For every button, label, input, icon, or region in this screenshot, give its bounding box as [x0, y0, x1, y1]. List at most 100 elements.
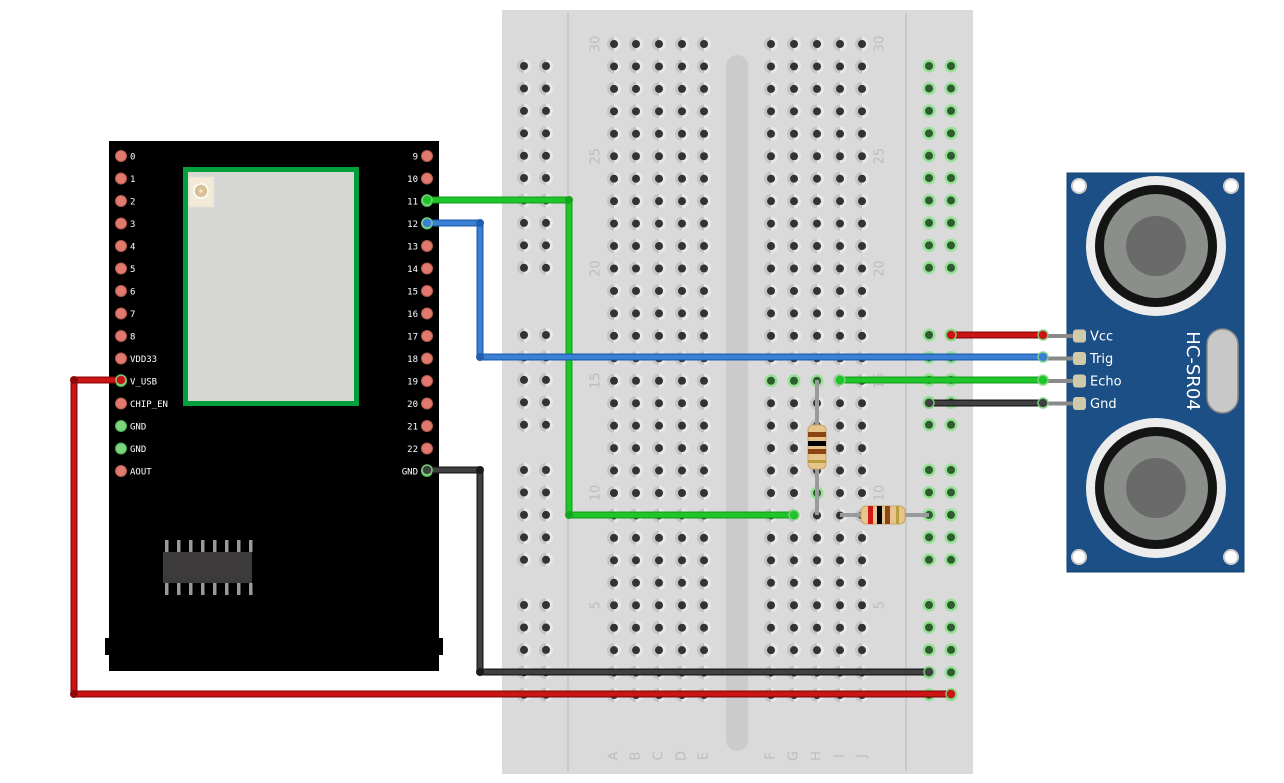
rail-hole-right-b: [947, 533, 955, 542]
hole-B26: [632, 129, 640, 138]
hole-C28: [655, 84, 663, 93]
hole-I7: [836, 556, 844, 565]
pin-0: [115, 150, 127, 162]
hole-A20: [610, 264, 618, 273]
hole-A24: [610, 174, 618, 183]
rail-hole-right-b: [947, 174, 955, 182]
rail-hole-left-a: [520, 420, 528, 429]
rail-hole-left-a: [520, 398, 528, 407]
hole-A11: [610, 466, 618, 475]
hole-I18: [836, 309, 844, 318]
column-letter: G: [787, 751, 802, 761]
antenna-connector-center: [199, 189, 203, 193]
sensor-pin-lead: [1043, 379, 1073, 383]
hole-I8: [836, 533, 844, 542]
hole-B22: [632, 219, 640, 228]
power-rails: [517, 59, 958, 702]
hole-G30: [790, 40, 798, 48]
mounting-hole: [1071, 178, 1087, 194]
column-letter: J: [855, 754, 870, 759]
hole-F23: [767, 197, 775, 206]
hole-E4: [700, 623, 708, 632]
hole-C15: [655, 376, 663, 385]
hole-B30: [632, 40, 640, 48]
hole-J24: [858, 174, 866, 183]
hole-J28: [858, 84, 866, 93]
hole-D26: [678, 129, 686, 138]
hole-F24: [767, 174, 775, 183]
rail-hole-left-a: [520, 151, 528, 160]
pin-chip_en: [115, 397, 127, 410]
rail-hole-right-a: [925, 420, 933, 429]
rail-hole-left-a: [520, 466, 528, 474]
pin-2: [115, 195, 127, 207]
pin-label-left: 2: [130, 198, 135, 208]
hole-D13: [678, 421, 686, 430]
hole-F4: [767, 623, 775, 632]
resistor-1-band: [808, 441, 826, 446]
ic-chip: [163, 552, 252, 583]
pin-label-right: 16: [407, 310, 418, 320]
hole-A12: [610, 444, 618, 453]
hole-A21: [610, 242, 618, 251]
rail-hole-left-a: [520, 601, 528, 609]
hole-H20: [813, 264, 821, 273]
hole-H7: [813, 556, 821, 565]
rail-hole-left-b: [542, 398, 550, 407]
rail-hole-right-a: [925, 218, 933, 227]
rail-hole-left-b: [542, 601, 550, 609]
hole-J7: [858, 556, 866, 565]
hole-C26: [655, 129, 663, 138]
hole-D24: [678, 174, 686, 183]
hole-G22: [790, 219, 798, 228]
hole-A26: [610, 129, 618, 138]
hole-C29: [655, 62, 663, 71]
rail-hole-left-a: [520, 555, 528, 564]
rail-hole-right-b: [947, 645, 955, 654]
hole-I29: [836, 62, 844, 71]
rail-hole-right-a: [925, 84, 933, 93]
row-number-right: 25: [873, 148, 888, 165]
hole-D5: [678, 601, 686, 610]
hole-B3: [632, 646, 640, 655]
pin-19: [421, 375, 433, 387]
hole-C27: [655, 107, 663, 116]
hole-D11: [678, 466, 686, 475]
wire-vcc-red-endpoint: [945, 329, 957, 341]
hole-G13: [790, 421, 798, 430]
ic-chip-leg: [249, 540, 253, 552]
hole-H22: [813, 219, 821, 228]
rail-hole-left-b: [542, 84, 550, 93]
hole-I22: [836, 219, 844, 228]
rail-hole-right-b: [947, 555, 955, 564]
ic-chip-leg: [201, 540, 205, 552]
hole-I17: [836, 331, 844, 340]
pin-4: [115, 240, 127, 252]
pin-label-left: AOUT: [130, 468, 152, 478]
row-number-right: 10: [873, 485, 888, 502]
hole-B19: [632, 286, 640, 295]
column-letter: D: [675, 751, 690, 761]
hole-G17: [790, 331, 798, 340]
hole-F29: [767, 62, 775, 71]
rail-hole-left-b: [542, 420, 550, 429]
hole-E11: [700, 466, 708, 475]
pin-label-right: 14: [407, 265, 418, 275]
resistor-1-band: [808, 432, 826, 437]
hole-J14: [858, 399, 866, 408]
sensor-pin-lead: [1043, 334, 1073, 338]
hole-C8: [655, 533, 663, 542]
hole-I4: [836, 623, 844, 632]
hole-I10: [836, 489, 844, 497]
wire-echo-green-endpoint: [834, 374, 846, 386]
rail-hole-right-b: [947, 241, 955, 250]
hole-F21: [767, 242, 775, 251]
sensor-pin-label: Gnd: [1090, 397, 1117, 412]
hole-D17: [678, 331, 686, 340]
hole-D21: [678, 242, 686, 251]
hole-E24: [700, 174, 708, 183]
hole-C12: [655, 444, 663, 453]
hole-I27: [836, 107, 844, 116]
hole-E21: [700, 242, 708, 251]
